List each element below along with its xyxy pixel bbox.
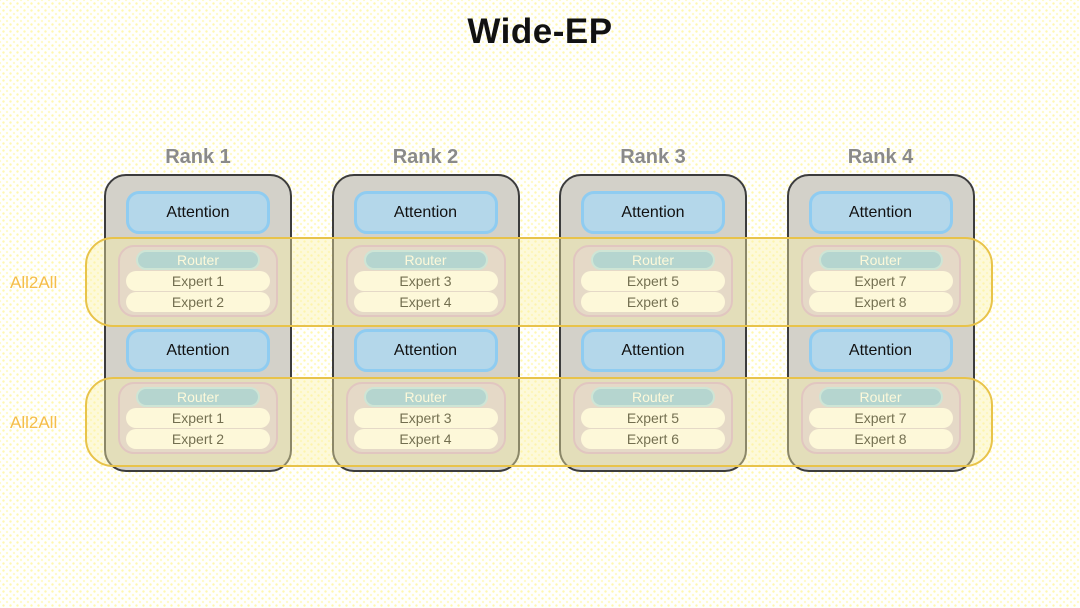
attention-block: Attention	[808, 329, 953, 372]
expert-block: Expert 1	[126, 408, 270, 428]
router-block: Router	[818, 250, 943, 270]
expert-block: Expert 7	[808, 271, 953, 291]
router-block: Router	[363, 387, 488, 407]
attention-block: Attention	[353, 329, 498, 372]
expert-block: Expert 6	[581, 429, 725, 449]
router-block: Router	[591, 387, 715, 407]
diagram-title: Wide-EP	[467, 12, 613, 51]
router-block: Router	[136, 250, 260, 270]
attention-block: Attention	[353, 191, 498, 234]
attention-block: Attention	[126, 329, 270, 372]
expert-block: Expert 3	[353, 271, 498, 291]
expert-block: Expert 5	[581, 408, 725, 428]
router-block: Router	[591, 250, 715, 270]
expert-block: Expert 8	[808, 292, 953, 312]
router-block: Router	[818, 387, 943, 407]
rank-label: Rank 3	[620, 146, 686, 168]
attention-block: Attention	[581, 329, 725, 372]
router-block: Router	[363, 250, 488, 270]
expert-block: Expert 2	[126, 292, 270, 312]
attention-block: Attention	[581, 191, 725, 234]
rank-label: Rank 2	[392, 146, 459, 168]
attention-block: Attention	[126, 191, 270, 234]
all2all-label-2: All2All	[10, 413, 58, 432]
attention-block: Attention	[808, 191, 953, 234]
expert-block: Expert 2	[126, 429, 270, 449]
all2all-label-1: All2All	[10, 273, 58, 292]
expert-block: Expert 8	[808, 429, 953, 449]
expert-block: Expert 4	[353, 292, 498, 312]
expert-block: Expert 1	[126, 271, 270, 291]
rank-label: Rank 4	[847, 146, 914, 168]
expert-block: Expert 5	[581, 271, 725, 291]
router-block: Router	[136, 387, 260, 407]
expert-block: Expert 6	[581, 292, 725, 312]
rank-label: Rank 1	[165, 146, 231, 168]
expert-block: Expert 3	[353, 408, 498, 428]
expert-block: Expert 4	[353, 429, 498, 449]
expert-block: Expert 7	[808, 408, 953, 428]
